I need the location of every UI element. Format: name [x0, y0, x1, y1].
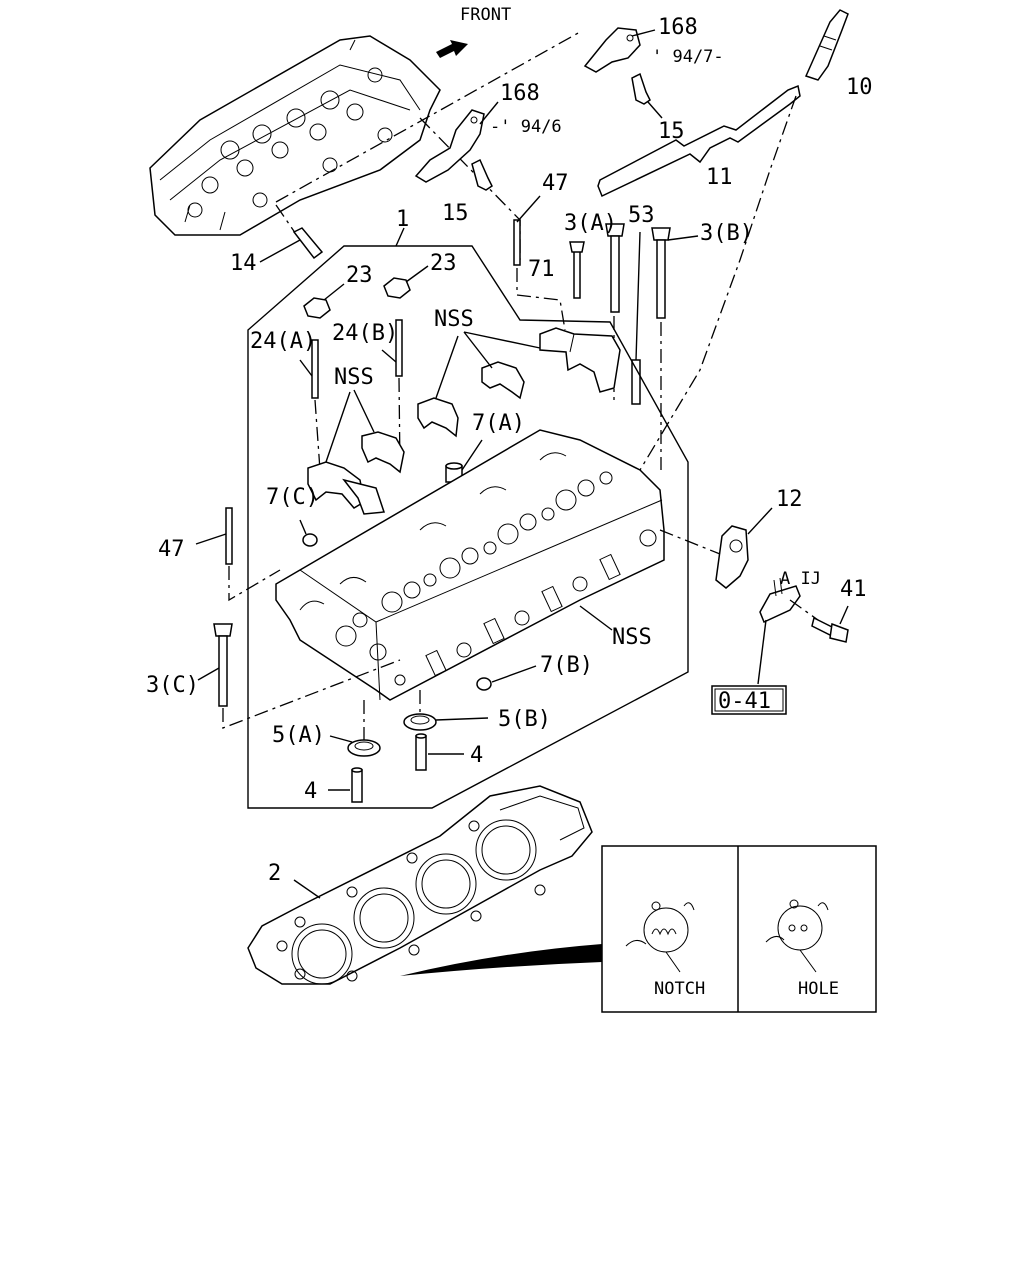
callout-nss-left: NSS — [334, 365, 374, 390]
cam-cap-lower-right — [361, 431, 405, 474]
bolt-15-top — [631, 72, 663, 119]
cylinder-head-top-view — [149, 35, 441, 236]
callout-71: 71 — [528, 257, 555, 282]
callout-7A: 7(A) — [472, 411, 525, 436]
callout-5B: 5(B) — [498, 707, 551, 732]
callout-3B: 3(B) — [700, 221, 753, 246]
callout-10: 10 — [846, 75, 873, 100]
callout-15-top: 15 — [658, 119, 685, 144]
bolt-3C — [197, 623, 233, 707]
cylinder-head-main — [275, 429, 665, 701]
connector-plate-11 — [597, 84, 801, 198]
assembly-1-frame — [247, 245, 689, 809]
stud-24A — [311, 339, 319, 399]
callout-47-top: 47 — [542, 171, 569, 196]
notch-detail-illustration — [625, 901, 695, 973]
front-direction-label: FRONT — [460, 5, 511, 25]
callout-41: 41 — [840, 577, 867, 602]
hole-detail-illustration — [765, 899, 829, 973]
stud-24B — [395, 319, 403, 377]
callout-11: 11 — [706, 165, 733, 190]
callout-168-left-note: -' 94/6 — [490, 117, 562, 137]
reference-box-0-41[interactable] — [711, 685, 787, 715]
glow-plug-53 — [631, 359, 641, 405]
callout-14: 14 — [230, 251, 257, 276]
inset-pointer — [400, 944, 602, 976]
callout-53: 53 — [628, 203, 655, 228]
stud-14 — [292, 227, 324, 260]
callout-nss-right: NSS — [612, 625, 652, 650]
callout-3C: 3(C) — [146, 673, 199, 698]
plug-7C — [302, 533, 318, 547]
head-gasket-2 — [247, 785, 593, 985]
callout-2: 2 — [268, 861, 281, 886]
detail-inset: NOTCH HOLE — [601, 845, 877, 1013]
bolt-3B — [651, 227, 699, 319]
glow-plug-10 — [804, 9, 849, 81]
bracket-168-top — [583, 27, 641, 73]
callout-15-left: 15 — [442, 201, 469, 226]
callout-23-left: 23 — [346, 263, 373, 288]
bracket-168-left — [414, 109, 485, 183]
dowel-pin-4-right — [415, 733, 464, 771]
bolt-15-left — [471, 158, 493, 191]
cam-cap-upper-right — [539, 327, 621, 393]
callout-5A: 5(A) — [272, 723, 325, 748]
callout-1: 1 — [396, 207, 409, 232]
oil-seal-5B — [403, 713, 489, 731]
engine-label-sticker: A IJ — [759, 569, 821, 624]
svg-text:A IJ: A IJ — [780, 569, 821, 589]
callout-23-right: 23 — [430, 251, 457, 276]
callout-nss-top: NSS — [434, 307, 474, 332]
callout-168-left: 168 — [500, 81, 540, 106]
oil-seal-5A — [329, 735, 381, 757]
callout-4-right: 4 — [470, 743, 483, 768]
nut-23-left — [303, 283, 345, 319]
callout-168-top-note: ' 94/7- — [652, 47, 724, 67]
bracket-12 — [715, 525, 749, 589]
callout-47-left: 47 — [158, 537, 185, 562]
inset-label-hole: HOLE — [798, 979, 839, 999]
callout-168-top: 168 — [658, 15, 698, 40]
callout-24A: 24(A) — [250, 329, 316, 354]
cam-cap-mid — [417, 397, 459, 438]
bolt-3A — [605, 223, 625, 313]
reference-box-0-41-label: 0-41 — [718, 689, 771, 714]
dowel-pin-4-left — [328, 767, 363, 803]
nut-23-right — [383, 265, 429, 299]
bolt-41 — [811, 605, 849, 643]
callout-3A: 3(A) — [564, 211, 617, 236]
callout-7B: 7(B) — [540, 653, 593, 678]
cam-cap-upper-mid — [481, 361, 525, 400]
stud-47-top — [513, 219, 521, 266]
inset-label-notch: NOTCH — [654, 979, 705, 999]
bolt-71 — [569, 241, 585, 299]
front-arrow-icon — [436, 40, 468, 58]
callout-12: 12 — [776, 487, 803, 512]
stud-47-left — [225, 507, 233, 565]
plug-7B — [476, 677, 492, 691]
callout-24B: 24(B) — [332, 321, 398, 346]
cam-cap-lower-left — [307, 461, 386, 515]
callout-7C: 7(C) — [266, 485, 319, 510]
callout-4-left: 4 — [304, 779, 317, 804]
